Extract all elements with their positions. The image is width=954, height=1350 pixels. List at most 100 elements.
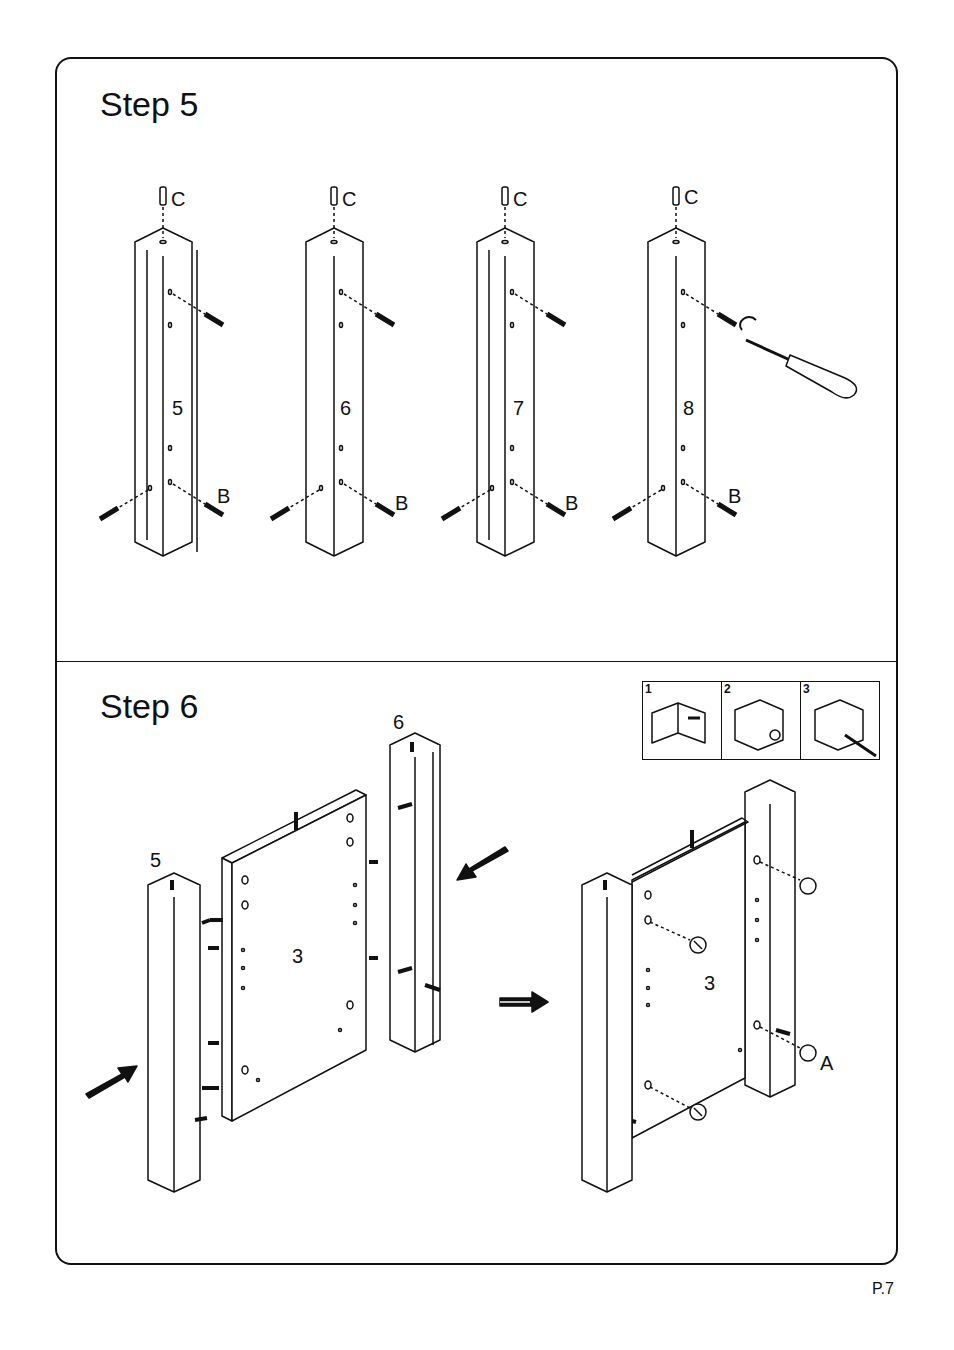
- part-letter: B: [565, 493, 578, 513]
- part-letter: C: [684, 187, 698, 207]
- illustration-part: [354, 904, 357, 907]
- illustration-part: [242, 901, 248, 909]
- illustration-part: [688, 717, 700, 720]
- illustration-part: [647, 987, 650, 990]
- illustration-part: [620, 830, 790, 1122]
- illustration-part: [754, 1021, 760, 1029]
- illustration-part: [339, 1029, 342, 1032]
- illustration-part: [208, 812, 378, 1088]
- illustration-part: [652, 703, 705, 743]
- illustration-part: [149, 486, 152, 491]
- illustration-part: [735, 700, 783, 750]
- illustration-part: [135, 242, 192, 556]
- illustration-part: [739, 1049, 742, 1052]
- illustration-part: [647, 969, 650, 972]
- illustration-part: [232, 795, 366, 1121]
- illustration-part: [603, 880, 607, 890]
- part-letter: B: [728, 486, 741, 506]
- step-panel: Step 6 1 2 3: [55, 662, 898, 1265]
- step-heading: Step 5: [100, 87, 198, 121]
- illustration-part: [242, 814, 357, 1082]
- illustration-part: [147, 187, 394, 556]
- illustration-part: [582, 885, 632, 1192]
- illustration-part: [488, 250, 490, 540]
- illustration-part: [746, 340, 790, 360]
- illustration-part: [347, 814, 353, 822]
- part-number: 8: [683, 398, 694, 418]
- part-letter: C: [171, 189, 185, 209]
- illustration-part: [162, 256, 164, 556]
- tile-number: 1: [645, 683, 652, 695]
- illustration-part: [500, 992, 548, 1012]
- illustration-part: [172, 880, 210, 1120]
- illustration-part: [100, 314, 223, 519]
- illustration-part: [242, 987, 245, 990]
- part-letter: B: [217, 486, 230, 506]
- illustration-part: [740, 317, 756, 330]
- step-panel: Step 5: [55, 57, 898, 662]
- part-number: 3: [704, 973, 715, 993]
- tile-number: 3: [803, 683, 810, 695]
- illustration-part: [242, 876, 248, 884]
- inset-tile: 3: [800, 681, 880, 760]
- illustration-part: [354, 922, 357, 925]
- tile-number: 2: [724, 683, 731, 695]
- part-number: 5: [172, 398, 183, 418]
- illustration-part: [173, 897, 175, 1192]
- illustration-part: [645, 856, 760, 1089]
- illustration-part: [169, 480, 172, 485]
- illustration-part: [398, 742, 440, 990]
- inset-tile: 2: [721, 681, 801, 760]
- illustration-part: [800, 1045, 816, 1061]
- illustration-part: [645, 891, 651, 899]
- illustration-part: [242, 1066, 248, 1074]
- illustration-part: [347, 838, 353, 846]
- illustration-part: [347, 1001, 353, 1009]
- part-number: 5: [150, 850, 161, 870]
- illustration-part: [162, 207, 164, 238]
- illustration-part: [242, 949, 245, 952]
- illustration-part: [756, 899, 759, 902]
- illustration-part: [786, 355, 857, 398]
- illustration-part: [800, 878, 816, 894]
- illustration-part: [160, 187, 166, 205]
- illustration-part: [613, 187, 736, 556]
- illustration-part: [489, 187, 736, 556]
- illustration-part: [169, 290, 172, 295]
- page-number: P.7: [872, 1281, 894, 1297]
- illustration-part: [86, 1066, 137, 1098]
- illustration-part: [242, 967, 245, 970]
- part-number: 3: [292, 946, 303, 966]
- inset-tile: 1: [642, 681, 722, 760]
- part-letter: C: [513, 189, 527, 209]
- illustration-part: [694, 941, 702, 1116]
- part-number: 7: [513, 398, 524, 418]
- illustration-part: [845, 735, 876, 756]
- illustration-part: [390, 745, 440, 1052]
- part-letter: B: [395, 493, 408, 513]
- illustration-part: [442, 187, 565, 556]
- illustration-part: [500, 1001, 530, 1003]
- illustration-part: [756, 939, 759, 942]
- illustration-part: [457, 847, 508, 880]
- illustration-part: [160, 241, 166, 244]
- illustration-part: [647, 1004, 650, 1007]
- illustration-part: [169, 323, 172, 328]
- step-heading: Step 6: [100, 689, 198, 723]
- illustration-part: [148, 885, 200, 1192]
- illustration-part: [606, 897, 608, 1192]
- illustration-part: [415, 752, 433, 1052]
- part-letter: A: [820, 1053, 833, 1073]
- illustration-part: [442, 187, 565, 556]
- illustration-part: [257, 1079, 260, 1082]
- part-letter: C: [342, 189, 356, 209]
- illustration-part: [769, 804, 771, 1097]
- illustration-part: [86, 187, 876, 1192]
- illustration-part: [222, 858, 232, 1121]
- illustration-part: [632, 822, 745, 1138]
- illustration-part: [756, 919, 759, 922]
- illustration-part: [271, 187, 394, 556]
- illustration-part: [100, 187, 223, 556]
- illustration-part: [169, 446, 172, 451]
